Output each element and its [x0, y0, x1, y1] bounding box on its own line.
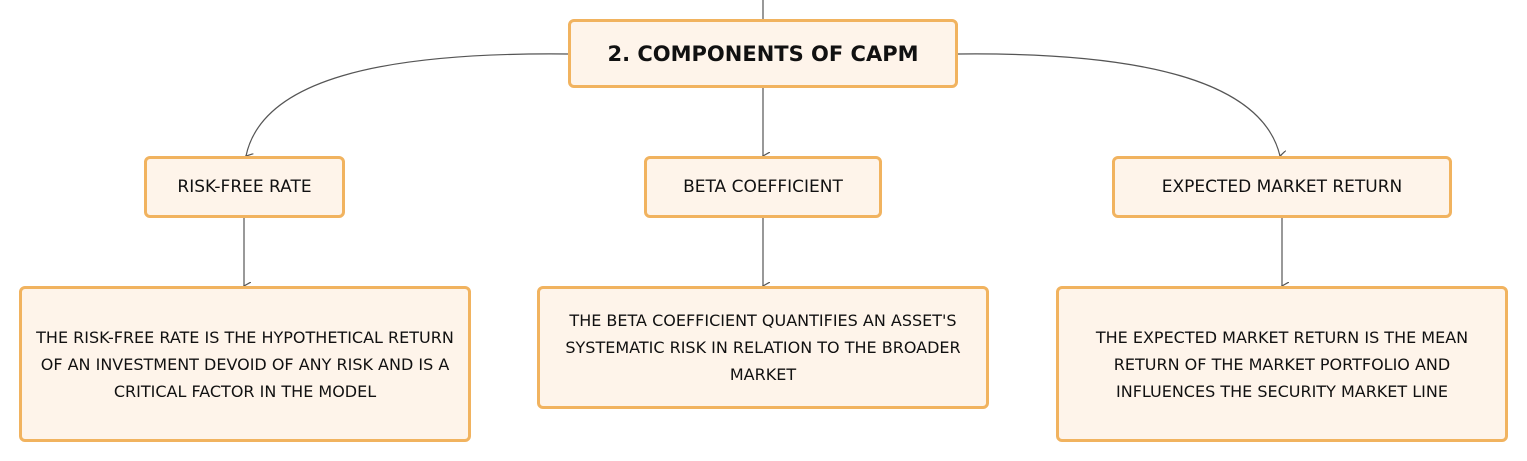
node-expected-market-return-label: EXPECTED MARKET RETURN: [1161, 177, 1403, 197]
root-node-label: 2. COMPONENTS OF CAPM: [607, 41, 919, 66]
description-expected-market-return-text: THE EXPECTED MARKET RETURN IS THE MEAN R…: [1095, 327, 1469, 401]
connector-root-to-expected-market-return: [957, 53, 1280, 156]
node-beta-coefficient[interactable]: BETA COEFFICIENT: [644, 156, 882, 218]
description-risk-free-rate-text: THE RISK-FREE RATE IS THE HYPOTHETICAL R…: [36, 327, 454, 401]
node-risk-free-rate[interactable]: RISK-FREE RATE: [144, 156, 345, 218]
node-risk-free-rate-label: RISK-FREE RATE: [177, 177, 312, 197]
description-beta-coefficient-text: THE BETA COEFFICIENT QUANTIFIES AN ASSET…: [565, 311, 961, 384]
node-beta-coefficient-label: BETA COEFFICIENT: [683, 177, 843, 197]
root-node-components-of-capm[interactable]: 2. COMPONENTS OF CAPM: [568, 19, 958, 88]
node-expected-market-return[interactable]: EXPECTED MARKET RETURN: [1112, 156, 1452, 218]
description-beta-coefficient[interactable]: THE BETA COEFFICIENT QUANTIFIES AN ASSET…: [537, 286, 989, 409]
connector-root-to-risk-free-rate: [246, 53, 569, 156]
description-risk-free-rate[interactable]: THE RISK-FREE RATE IS THE HYPOTHETICAL R…: [19, 286, 471, 442]
description-expected-market-return[interactable]: THE EXPECTED MARKET RETURN IS THE MEAN R…: [1056, 286, 1508, 442]
